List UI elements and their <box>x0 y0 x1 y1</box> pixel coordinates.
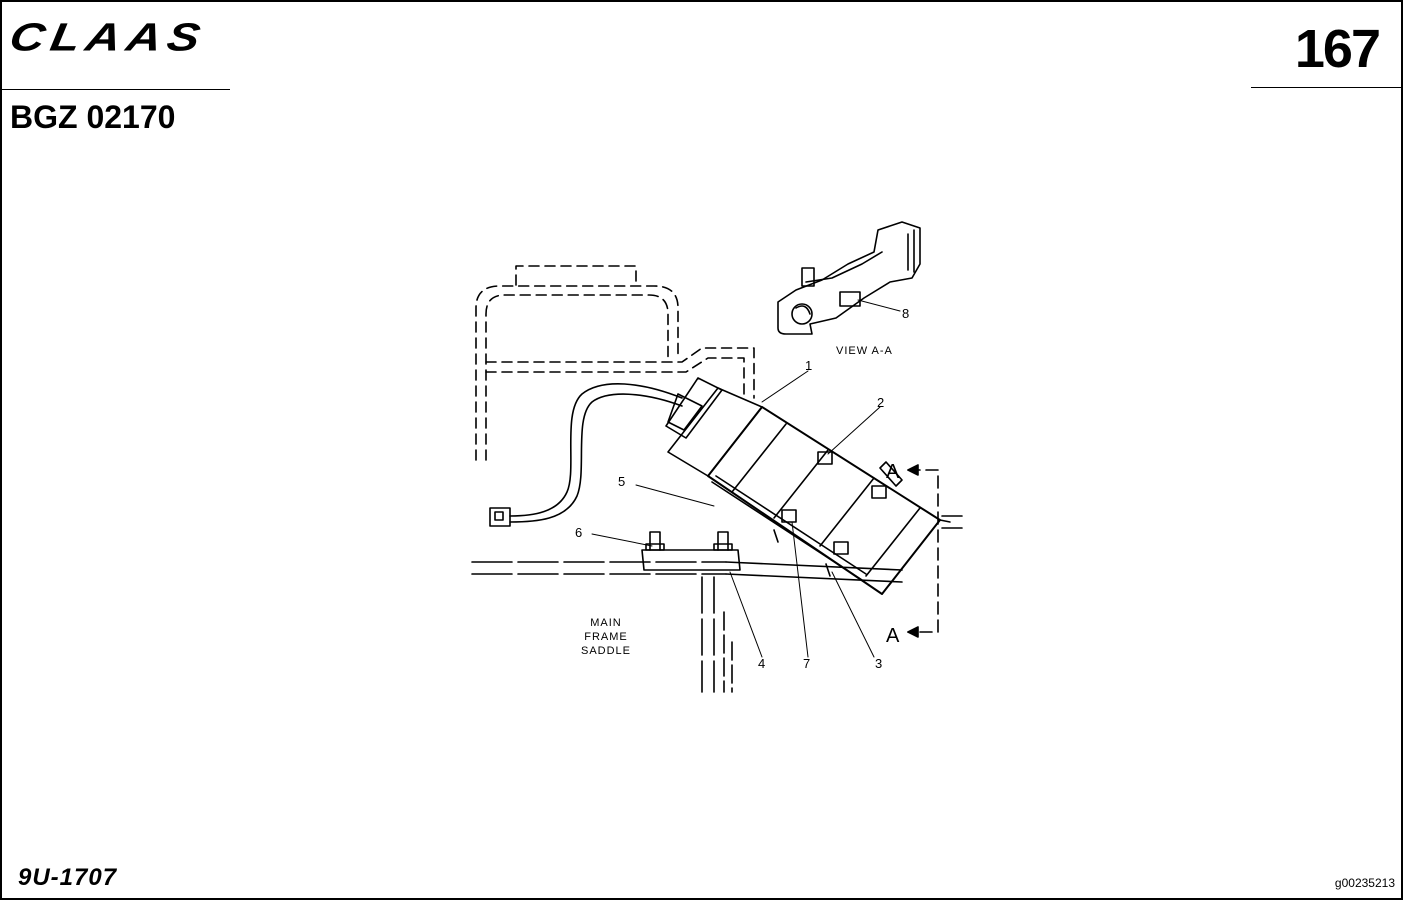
callout-leaders <box>591 299 901 658</box>
header-rule-left <box>2 89 230 90</box>
callout-6: 6 <box>575 525 582 540</box>
mounting-bracket <box>641 475 867 581</box>
callout-7: 7 <box>803 656 810 671</box>
tank-outline <box>475 265 755 461</box>
page-number: 167 <box>1294 19 1381 79</box>
callout-1: 1 <box>805 358 812 373</box>
callout-4: 4 <box>758 656 765 671</box>
frame-saddle <box>471 561 903 693</box>
callout-2: 2 <box>877 395 884 410</box>
frame-label-line-1: MAIN <box>590 617 622 629</box>
view-a-a-inset <box>777 221 921 335</box>
wiring-harness <box>489 383 683 527</box>
image-id: g00235213 <box>1334 876 1395 890</box>
header-rule-right <box>1251 87 1401 88</box>
callout-5: 5 <box>618 474 625 489</box>
component-body <box>665 377 963 595</box>
section-marker-bottom: A <box>886 625 900 647</box>
callout-8: 8 <box>902 306 909 321</box>
document-code: BGZ 02170 <box>10 99 176 135</box>
view-label: VIEW A-A <box>836 345 893 357</box>
model-code: 9U-1707 <box>18 864 118 891</box>
callout-3: 3 <box>875 656 882 671</box>
frame-label-line-3: SADDLE <box>581 645 631 657</box>
frame-label-line-2: FRAME <box>584 631 628 643</box>
section-indicator <box>907 464 939 638</box>
section-marker-top: A <box>886 461 900 483</box>
